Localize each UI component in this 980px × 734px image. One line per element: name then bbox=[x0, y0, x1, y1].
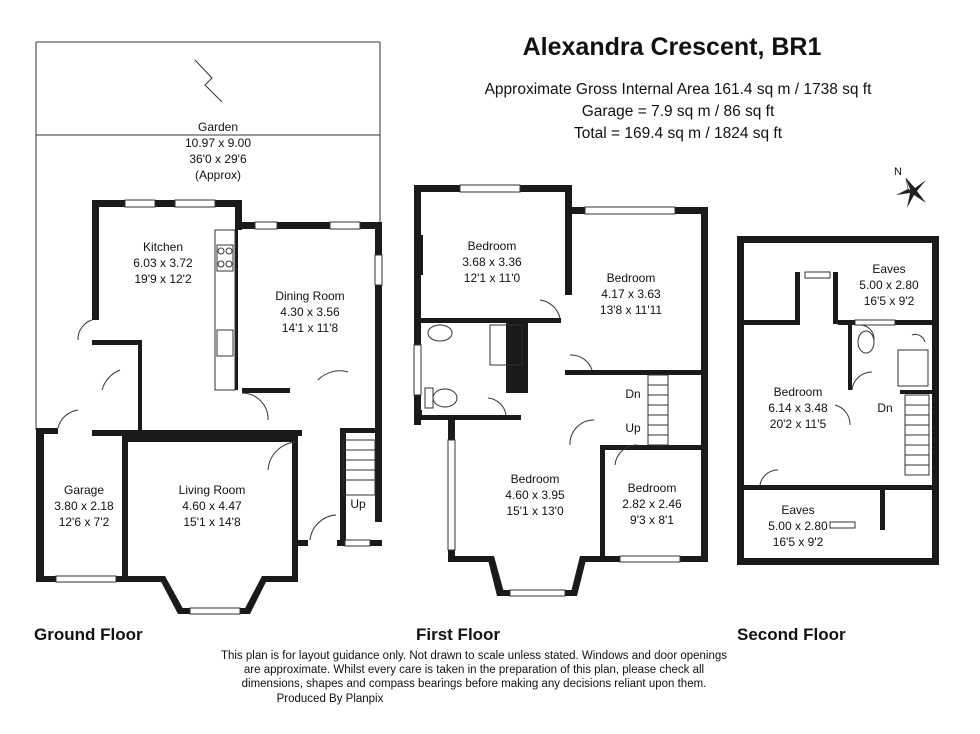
compass-icon: N bbox=[894, 166, 926, 208]
garage-area-text: Garage = 7.9 sq m / 86 sq ft bbox=[582, 103, 775, 120]
first-bed2-imperial: 13'8 x 11'11 bbox=[600, 303, 663, 317]
second-floor-windows bbox=[804, 271, 896, 529]
disclaimer-line-1: This plan is for layout guidance only. N… bbox=[221, 650, 727, 662]
garden-name: Garden bbox=[198, 120, 238, 134]
first-floor-plan: Bedroom 3.68 x 3.36 12'1 x 11'0 Bedroom … bbox=[413, 184, 708, 644]
first-bed1-metric: 3.68 x 3.36 bbox=[462, 255, 522, 269]
garden-metric: 10.97 x 9.00 bbox=[185, 136, 251, 150]
dining-room-imperial: 14'1 x 11'8 bbox=[282, 321, 339, 335]
first-floor-stairs bbox=[647, 374, 669, 446]
first-floor-doors bbox=[487, 299, 638, 466]
second-bedroom-metric: 6.14 x 3.48 bbox=[768, 401, 828, 415]
ground-floor-label: Ground Floor bbox=[34, 625, 143, 644]
first-floor-windows bbox=[413, 184, 681, 597]
dining-room-metric: 4.30 x 3.56 bbox=[280, 305, 340, 319]
eaves-bottom-name: Eaves bbox=[781, 503, 814, 517]
garage-metric: 3.80 x 2.18 bbox=[54, 499, 114, 513]
second-floor-label: Second Floor bbox=[737, 625, 846, 644]
first-floor-walls bbox=[414, 185, 708, 596]
plan-title: Alexandra Crescent, BR1 bbox=[523, 33, 822, 61]
producer-credit: Produced By Planpix bbox=[277, 693, 384, 705]
living-room-metric: 4.60 x 4.47 bbox=[182, 499, 242, 513]
garage-imperial: 12'6 x 7'2 bbox=[59, 515, 110, 529]
first-bed1-name: Bedroom bbox=[468, 239, 517, 253]
kitchen-imperial: 19'9 x 12'2 bbox=[134, 272, 192, 286]
eaves-bottom-imperial: 16'5 x 9'2 bbox=[773, 535, 824, 549]
kitchen-metric: 6.03 x 3.72 bbox=[133, 256, 193, 270]
first-bed4-name: Bedroom bbox=[628, 481, 677, 495]
ground-floor-doors bbox=[57, 319, 349, 541]
first-bed2-metric: 4.17 x 3.63 bbox=[601, 287, 661, 301]
second-floor-stairs bbox=[904, 394, 930, 476]
dining-room-name: Dining Room bbox=[275, 289, 344, 303]
first-stairs-down-label: Dn bbox=[625, 387, 640, 401]
ground-floor-walls bbox=[36, 200, 382, 614]
ground-stairs-up-label: Up bbox=[350, 497, 366, 511]
gross-area-text: Approximate Gross Internal Area 161.4 sq… bbox=[485, 81, 873, 98]
first-floor-bathroom-fixtures bbox=[424, 324, 523, 409]
disclaimer-line-3: dimensions, shapes and compass bearings … bbox=[242, 678, 707, 690]
second-bedroom-name: Bedroom bbox=[774, 385, 823, 399]
second-floor-doors bbox=[759, 324, 875, 486]
first-bed3-name: Bedroom bbox=[511, 472, 560, 486]
second-floor-bathroom-fixtures bbox=[857, 330, 929, 387]
second-bedroom-imperial: 20'2 x 11'5 bbox=[770, 417, 827, 431]
first-bed1-imperial: 12'1 x 11'0 bbox=[464, 271, 521, 285]
garage-name: Garage bbox=[64, 483, 104, 497]
first-bed4-imperial: 9'3 x 8'1 bbox=[630, 513, 674, 527]
first-bed3-imperial: 15'1 x 13'0 bbox=[506, 504, 564, 518]
total-area-text: Total = 169.4 sq m / 1824 sq ft bbox=[574, 125, 783, 142]
first-floor-label: First Floor bbox=[416, 625, 500, 644]
disclaimer-line-2: are approximate. Whilst every care is ta… bbox=[244, 664, 704, 676]
living-room-name: Living Room bbox=[179, 483, 246, 497]
eaves-top-metric: 5.00 x 2.80 bbox=[859, 278, 919, 292]
garden-imperial: 36'0 x 29'6 bbox=[189, 152, 247, 166]
first-bed3-metric: 4.60 x 3.95 bbox=[505, 488, 565, 502]
compass-north-label: N bbox=[894, 166, 902, 178]
second-floor-plan: Eaves 5.00 x 2.80 16'5 x 9'2 Bedroom 6.1… bbox=[737, 236, 939, 644]
kitchen-worktop bbox=[214, 229, 236, 391]
living-room-imperial: 15'1 x 14'8 bbox=[183, 515, 241, 529]
ground-floor-windows bbox=[55, 199, 383, 615]
eaves-top-imperial: 16'5 x 9'2 bbox=[864, 294, 915, 308]
eaves-bottom-metric: 5.00 x 2.80 bbox=[768, 519, 828, 533]
ground-floor-plan: Garden 10.97 x 9.00 36'0 x 29'6 (Approx) bbox=[34, 41, 383, 644]
garden-boundary bbox=[35, 41, 381, 430]
second-stairs-down-label: Dn bbox=[877, 401, 892, 415]
first-stairs-up-label: Up bbox=[625, 421, 641, 435]
first-bed2-name: Bedroom bbox=[607, 271, 656, 285]
first-bed4-metric: 2.82 x 2.46 bbox=[622, 497, 682, 511]
garden-note: (Approx) bbox=[195, 168, 241, 182]
kitchen-name: Kitchen bbox=[143, 240, 183, 254]
ground-floor-stairs bbox=[342, 439, 376, 496]
eaves-top-name: Eaves bbox=[872, 262, 905, 276]
